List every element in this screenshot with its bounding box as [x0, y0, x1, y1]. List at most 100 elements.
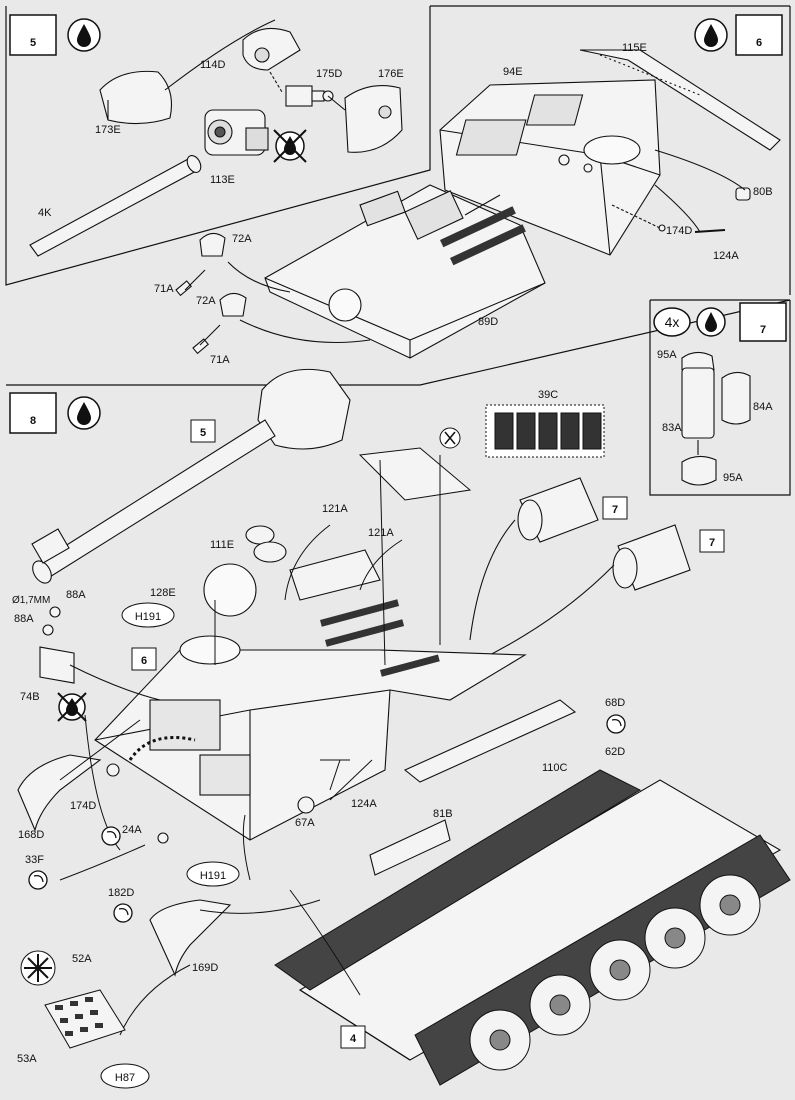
label-89d: 89D — [478, 316, 498, 328]
label-115e: 115E — [622, 42, 647, 54]
part-71a-upper — [175, 280, 192, 297]
part-84a — [721, 371, 751, 425]
label-4k: 4K — [38, 207, 52, 219]
step-7-header: 4x 7 — [653, 302, 787, 342]
ref-step-5: 5 — [200, 427, 206, 439]
paint-code-h87: H87 — [115, 1072, 135, 1084]
label-88a-a: 88A — [66, 589, 86, 601]
label-24a: 24A — [122, 824, 142, 836]
label-68d: 68D — [605, 697, 625, 709]
label-81b: 81B — [433, 808, 453, 820]
label-168d: 168D — [18, 829, 44, 841]
label-174d-b: 174D — [70, 800, 96, 812]
label-80b: 80B — [753, 186, 773, 198]
part-80b — [735, 187, 751, 201]
label-88a-b: 88A — [14, 613, 34, 625]
label-71a-upper: 71A — [154, 283, 174, 295]
part-88a — [39, 646, 75, 684]
step-5-header: 5 — [9, 14, 101, 56]
ref-step-7b: 7 — [709, 537, 715, 549]
reference-boxes: 5 6 7 7 4 — [131, 419, 725, 1049]
label-176e: 176E — [378, 68, 404, 80]
label-62d: 62D — [605, 746, 625, 758]
label-74b: 74B — [20, 691, 40, 703]
label-114d: 114D — [200, 59, 226, 71]
part-176e — [344, 85, 403, 153]
label-124a-top: 124A — [713, 250, 739, 262]
label-128e: 128E — [150, 587, 176, 599]
paint-code-h191-b: H191 — [200, 870, 226, 882]
label-95a-bottom: 95A — [723, 472, 743, 484]
label-71a-lower: 71A — [210, 354, 230, 366]
label-52a: 52A — [72, 953, 92, 965]
step-7-fuel-drum — [681, 351, 751, 486]
paint-codes: H191 H191 H87 — [100, 602, 240, 1089]
no-glue-icon — [57, 692, 87, 722]
part-168d — [17, 754, 102, 832]
part-67a — [297, 796, 315, 814]
label-84a: 84A — [753, 401, 773, 413]
ref-step-6: 6 — [141, 655, 147, 667]
ref-step-4: 4 — [350, 1033, 357, 1045]
part-72a-lower — [219, 292, 247, 317]
step-8-leader-lines — [59, 455, 441, 1036]
label-83a: 83A — [662, 422, 682, 434]
label-182d: 182D — [108, 887, 134, 899]
part-115e — [579, 49, 781, 151]
label-39c: 39C — [538, 389, 558, 401]
part-labels: 114D 175D 176E 173E 113E 4K 72A 71A 72A … — [14, 42, 773, 1065]
glue-drop-icon — [704, 24, 718, 47]
label-121a-a: 121A — [322, 503, 348, 515]
part-83a — [681, 367, 715, 439]
part-95a-top — [681, 351, 715, 371]
step-8-tracks — [274, 769, 791, 1086]
step-7-number: 7 — [760, 324, 766, 336]
label-72a-upper: 72A — [232, 233, 252, 245]
label-94e: 94E — [503, 66, 523, 78]
step-6-header: 6 — [694, 14, 783, 56]
step-8-number: 8 — [30, 415, 36, 427]
part-174d — [106, 763, 120, 777]
part-72a-upper — [199, 232, 226, 257]
label-111e: 111E — [210, 539, 234, 551]
part-81b — [369, 819, 451, 876]
glue-drop-icon — [77, 402, 91, 425]
step-6-number: 6 — [756, 37, 762, 49]
part-95a-bottom — [681, 455, 717, 486]
label-173e: 173E — [95, 124, 121, 136]
part-110c — [403, 699, 577, 783]
part-24a — [157, 832, 169, 844]
label-174d-top: 174D — [666, 225, 692, 237]
label-124a-b: 124A — [351, 798, 377, 810]
label-113e: 113E — [210, 174, 235, 186]
part-71a-lower — [192, 338, 209, 355]
step-8-hull — [17, 525, 782, 1061]
label-72a-lower: 72A — [196, 295, 216, 307]
label-95a-top: 95A — [657, 349, 677, 361]
step-8-header: 8 — [9, 392, 101, 434]
label-121a-b: 121A — [368, 527, 394, 539]
label-53a: 53A — [17, 1053, 37, 1065]
label-169d: 169D — [192, 962, 218, 974]
label-175d: 175D — [316, 68, 342, 80]
part-175d — [285, 85, 313, 107]
step-6-upper-hull — [175, 49, 781, 359]
ref-step-7a: 7 — [612, 504, 618, 516]
step-5-number: 5 — [30, 37, 36, 49]
glue-drop-icon — [705, 312, 717, 332]
paint-code-h191-a: H191 — [135, 611, 161, 623]
step-8-assembled-turret — [31, 368, 351, 584]
hull-hatch — [328, 288, 362, 322]
no-glue-icon — [273, 129, 307, 163]
part-169d — [149, 899, 232, 977]
label-67a: 67A — [295, 817, 315, 829]
step-8-drums — [469, 477, 691, 661]
glue-drop-icon — [77, 24, 91, 47]
part-173e — [99, 70, 173, 125]
clip-icons — [28, 714, 626, 923]
step-7-count: 4x — [665, 314, 680, 330]
step-8-grille-39c — [358, 404, 605, 501]
step-8-link-sprue — [20, 950, 126, 1049]
label-110c: 110C — [542, 762, 568, 774]
